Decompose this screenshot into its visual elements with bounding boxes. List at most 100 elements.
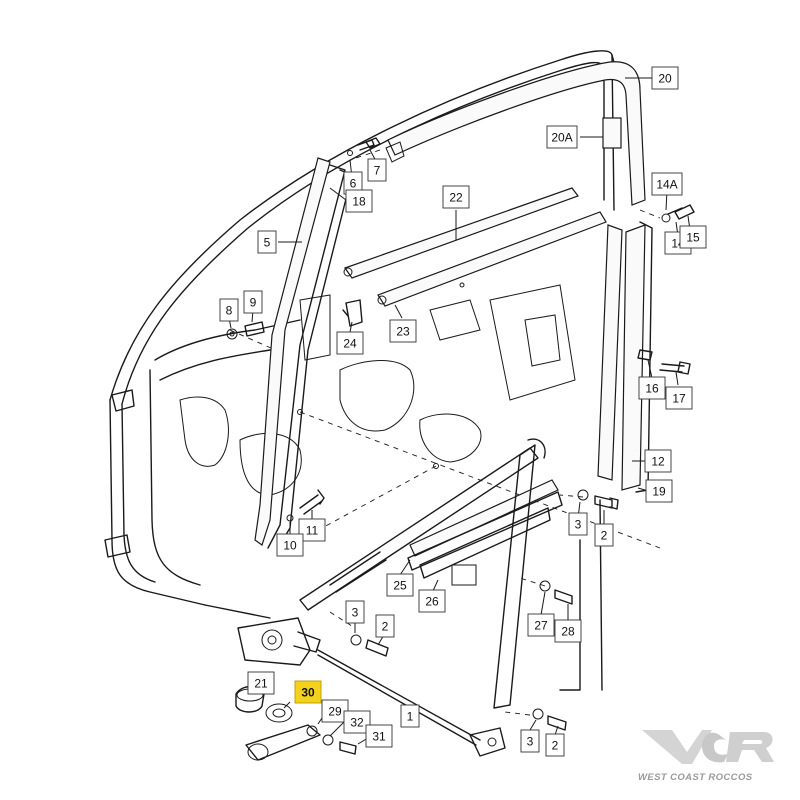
callout-text-p9: 9	[250, 295, 257, 309]
wcr-logo: WEST COAST ROCCOS	[638, 730, 774, 783]
callout-box-p1	[400, 704, 420, 728]
callout-p2b: 2	[375, 614, 395, 638]
callout-box-p9	[243, 290, 263, 314]
callout-box-p22	[442, 185, 470, 209]
callout-box-p24	[336, 331, 364, 355]
callout-p3c: 3	[520, 729, 540, 753]
callout-text-p10: 10	[283, 538, 297, 552]
callout-text-p8: 8	[226, 303, 233, 317]
callout-p7: 7	[367, 158, 387, 182]
clip-24	[342, 299, 363, 327]
callout-text-p1: 1	[407, 709, 414, 723]
callout-p11: 11	[298, 518, 326, 542]
callout-box-p14a	[651, 172, 683, 196]
callout-p27: 27	[527, 613, 555, 637]
pad-20a	[602, 117, 622, 149]
callout-text-p31: 31	[372, 729, 386, 743]
callout-box-p12	[644, 449, 672, 473]
callout-p18: 18	[345, 189, 373, 213]
callout-text-p15: 15	[686, 230, 700, 244]
callout-p10: 10	[276, 533, 304, 557]
callout-p21: 21	[247, 671, 275, 695]
callout-p32: 32	[343, 710, 371, 734]
rear-channel-12	[597, 224, 623, 481]
callout-box-p19	[645, 479, 673, 503]
callout-box-p11	[298, 518, 326, 542]
callout-text-p17: 17	[672, 391, 686, 405]
callout-p12: 12	[644, 449, 672, 473]
callout-text-p21: 21	[254, 676, 268, 690]
watermark-caption: WEST COAST ROCCOS	[638, 772, 753, 783]
callout-text-p14a: 14A	[656, 177, 677, 191]
callout-text-p3b: 3	[352, 605, 359, 619]
callout-text-p30: 30	[301, 685, 315, 699]
callout-text-p2a: 2	[601, 528, 608, 542]
callout-text-p29: 29	[328, 704, 342, 718]
callout-text-p12: 12	[651, 454, 665, 468]
callout-box-p15	[679, 225, 707, 249]
callout-text-p24: 24	[343, 336, 357, 350]
callout-box-p21	[247, 671, 275, 695]
callout-box-p2c	[545, 733, 565, 757]
callout-text-p5: 5	[264, 235, 271, 249]
window-regulator	[235, 438, 563, 761]
callout-text-p20a: 20A	[551, 130, 572, 144]
callout-p2c: 2	[545, 733, 565, 757]
callout-p30: 30	[294, 680, 322, 704]
callout-text-p11: 11	[306, 523, 319, 537]
callout-p2a: 2	[594, 523, 614, 547]
callout-text-p3c: 3	[527, 734, 534, 748]
callout-text-p18: 18	[352, 194, 366, 208]
callout-p22: 22	[442, 185, 470, 209]
callout-p23: 23	[389, 319, 417, 343]
callout-text-p7: 7	[374, 163, 381, 177]
callout-p16: 16	[638, 376, 666, 400]
vent-seal-5	[254, 157, 331, 546]
callout-box-p17	[665, 386, 693, 410]
callout-p29: 29	[321, 699, 349, 723]
callout-p31: 31	[365, 724, 393, 748]
callout-p17: 17	[665, 386, 693, 410]
callout-box-p2b	[375, 614, 395, 638]
callout-p3a: 3	[568, 512, 588, 536]
callout-p25: 25	[386, 573, 414, 597]
callout-box-p3c	[520, 729, 540, 753]
callout-p3b: 3	[345, 600, 365, 624]
callout-box-p3b	[345, 600, 365, 624]
callout-text-p20: 20	[658, 71, 672, 85]
window-strip-22	[344, 187, 579, 279]
callout-box-p7	[367, 158, 387, 182]
callout-box-p30	[294, 680, 322, 704]
callout-text-p28: 28	[561, 624, 575, 638]
callout-box-p8	[219, 298, 239, 322]
callout-box-p18	[345, 189, 373, 213]
callout-text-p27: 27	[534, 618, 548, 632]
fasteners	[226, 137, 695, 755]
callout-box-p31	[365, 724, 393, 748]
callout-box-p10	[276, 533, 304, 557]
callout-p8: 8	[219, 298, 239, 322]
callout-p28: 28	[554, 619, 582, 643]
callout-box-p16	[638, 376, 666, 400]
callout-text-p26: 26	[425, 594, 439, 608]
callout-p1: 1	[400, 704, 420, 728]
callout-box-p5	[257, 230, 277, 254]
washer-30	[265, 703, 293, 723]
callout-box-p28	[554, 619, 582, 643]
window-strip-23	[377, 211, 607, 307]
callout-text-p22: 22	[449, 190, 463, 204]
callout-p15: 15	[679, 225, 707, 249]
callout-box-p2a	[594, 523, 614, 547]
callout-box-p27	[527, 613, 555, 637]
callout-text-p32: 32	[350, 715, 364, 729]
callout-text-p2b: 2	[382, 619, 389, 633]
callout-text-p3a: 3	[575, 517, 582, 531]
frame-seal-20	[387, 61, 646, 206]
callout-p9: 9	[243, 290, 263, 314]
callout-p26: 26	[418, 589, 446, 613]
callout-text-p6: 6	[350, 176, 357, 190]
callout-text-p19: 19	[652, 484, 666, 498]
callout-p20a: 20A	[546, 125, 578, 149]
callout-box-p25	[386, 573, 414, 597]
callout-p5: 5	[257, 230, 277, 254]
